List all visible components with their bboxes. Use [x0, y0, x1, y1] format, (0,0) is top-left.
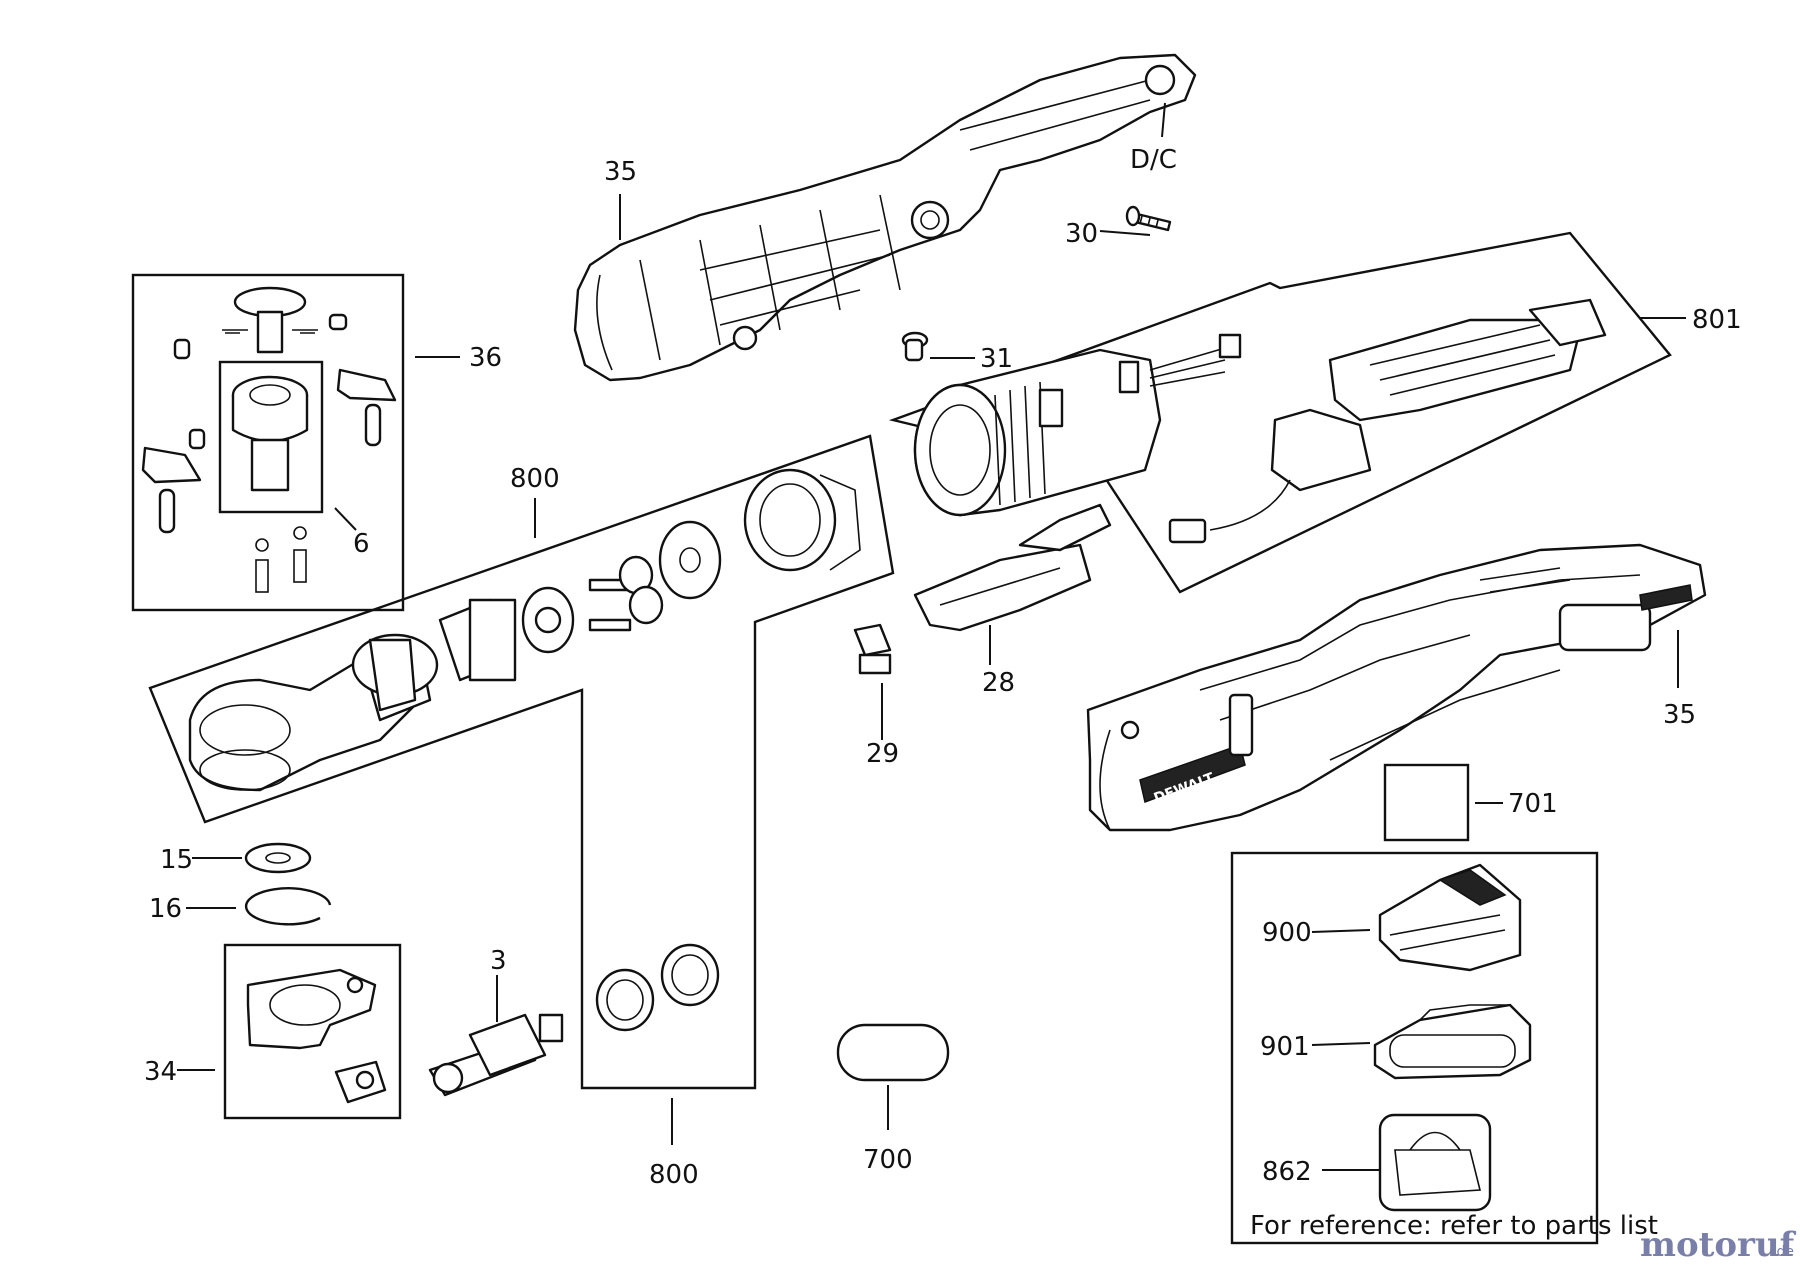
leader-lines	[177, 102, 1686, 1171]
motor-assembly-801	[888, 231, 1672, 594]
label-34: 34	[144, 1057, 177, 1087]
ratchet-head	[188, 633, 439, 792]
mechanism-kit-36	[131, 273, 405, 612]
label-28: 28	[982, 668, 1015, 698]
battery-901	[1373, 1003, 1532, 1080]
label-30: 30	[1065, 219, 1098, 249]
label-36: 36	[469, 343, 502, 373]
label-701: 701	[1508, 789, 1558, 819]
label-15: 15	[160, 845, 193, 875]
label-31: 31	[980, 344, 1013, 374]
trigger-part-28	[913, 503, 1112, 632]
lock-nut	[334, 1060, 387, 1104]
watermark: motoruf .de	[1640, 1225, 1797, 1265]
screw-30	[1125, 205, 1172, 232]
washer-ring	[658, 520, 722, 600]
label-901: 901	[1260, 1032, 1310, 1062]
label-800-bottom: 800	[649, 1160, 699, 1190]
label-29: 29	[866, 739, 899, 769]
dewalt-logo-plate: DEWALT	[1139, 744, 1246, 807]
watermark-brand: motoruf	[1640, 1225, 1797, 1265]
label-862: 862	[1262, 1157, 1312, 1187]
retaining-ring-16	[244, 887, 332, 926]
label-6: 6	[353, 529, 370, 559]
gear-assembly-800	[148, 434, 895, 1090]
label-800-top: 800	[510, 464, 560, 494]
washer-15	[244, 842, 312, 874]
bushings	[595, 943, 720, 1032]
accessories-box	[1230, 851, 1599, 1245]
label-3: 3	[490, 946, 507, 976]
label-700: 700	[863, 1145, 913, 1175]
watermark-suffix: .de	[1772, 1244, 1794, 1260]
charger-900	[1378, 863, 1522, 972]
spindle-3	[428, 1013, 564, 1097]
reference-note: For reference: refer to parts list	[1250, 1211, 1658, 1241]
label-700	[836, 1023, 950, 1082]
clip-part-29	[853, 623, 892, 675]
label-35-top: 35	[604, 157, 637, 187]
pawl-right	[336, 368, 397, 447]
reversing-knob	[225, 286, 315, 354]
housing-half-bottom: DEWALT	[1086, 543, 1707, 832]
label-dc: D/C	[1130, 145, 1177, 175]
switch-module	[1168, 298, 1607, 544]
label-16: 16	[149, 894, 182, 924]
ratchet-core-6	[231, 375, 309, 492]
box-34	[223, 943, 402, 1120]
part-labels: 35 D/C 30 801 36 31 6 800 28 29 35 701 1…	[144, 145, 1742, 1190]
tool-bag-862	[1378, 1113, 1492, 1212]
label-35-right: 35	[1663, 700, 1696, 730]
motor	[913, 333, 1242, 517]
housing-half-top	[573, 53, 1197, 382]
label-801: 801	[1692, 305, 1742, 335]
pawl-left	[141, 446, 202, 534]
label-900: 900	[1262, 918, 1312, 948]
ring-gear	[743, 468, 861, 572]
ratchet-ring-gear	[246, 968, 377, 1050]
planet-carrier	[438, 555, 664, 682]
screw-31	[901, 331, 929, 362]
label-701	[1383, 763, 1470, 842]
